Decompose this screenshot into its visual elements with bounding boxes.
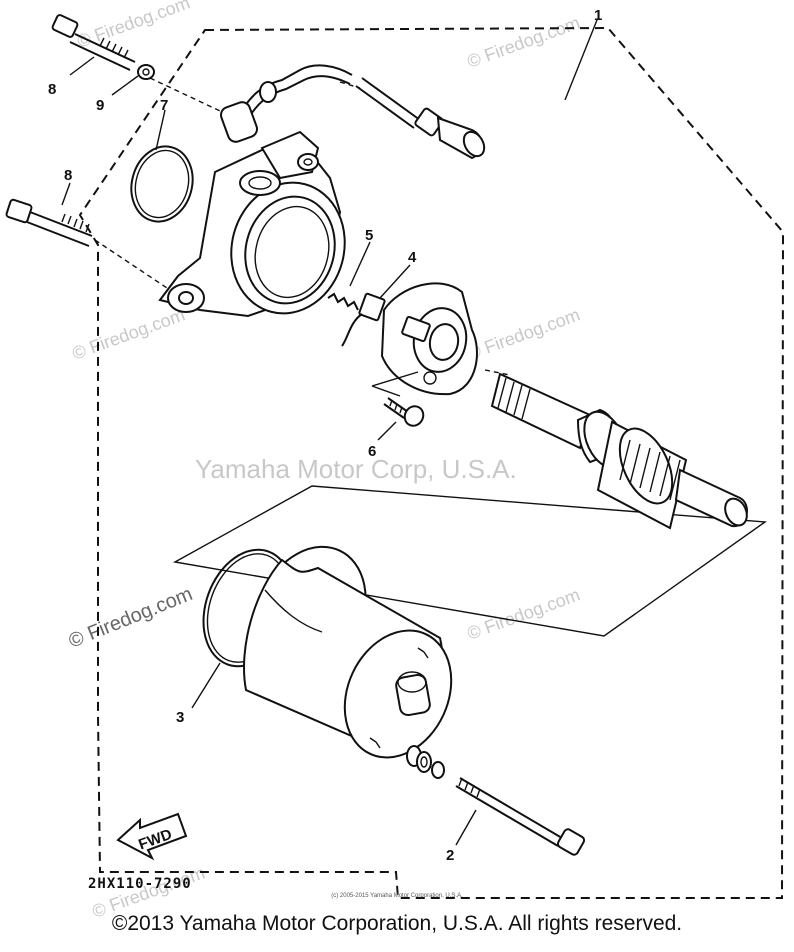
bolt-upper <box>51 14 136 71</box>
lead-wire <box>220 64 486 160</box>
callout-3: 3 <box>176 709 184 726</box>
callout-8-lower: 8 <box>64 167 72 184</box>
plate-screw <box>383 397 425 427</box>
fwd-arrow: FWD <box>116 812 188 861</box>
copyright-notice: ©2013 Yamaha Motor Corporation, U.S.A. A… <box>111 912 683 935</box>
callout-8-upper: 8 <box>48 81 56 98</box>
callout-5: 5 <box>365 227 373 244</box>
watermark-site-2: © Firedog.com <box>465 12 583 71</box>
leader-lines <box>61 19 598 846</box>
watermark-center: Yamaha Motor Corp, U.S.A. <box>195 454 517 484</box>
callout-2: 2 <box>446 847 454 864</box>
brush-holder <box>341 282 478 397</box>
armature-bracket <box>172 485 767 637</box>
watermarks: Yamaha Motor Corp, U.S.A. © Firedog.com … <box>66 0 583 922</box>
watermark-site-4: © Firedog.com <box>465 304 583 363</box>
callout-7: 7 <box>160 97 168 114</box>
watermark-site-5: © Firedog.com <box>465 584 583 643</box>
watermark-site-7: © Firedog.com <box>66 583 196 653</box>
watermark-site-3: © Firedog.com <box>70 304 188 363</box>
callout-4: 4 <box>408 249 417 266</box>
yoke <box>243 545 453 759</box>
callout-6: 6 <box>368 443 376 460</box>
bolt-lower <box>5 198 93 247</box>
callout-1: 1 <box>594 7 602 24</box>
diagram-code: 2HX110-7290 <box>88 876 192 892</box>
callout-labels: 1 2 3 4 5 6 7 8 8 9 <box>48 7 602 864</box>
o-ring-upper <box>130 145 194 223</box>
front-cover <box>158 130 346 318</box>
callout-9: 9 <box>96 97 104 114</box>
washer <box>137 64 155 80</box>
through-bolt <box>455 777 586 856</box>
yoke-washers <box>406 745 445 779</box>
armature <box>490 372 748 530</box>
assembly-boundary <box>78 26 785 899</box>
brush-spring <box>327 292 359 311</box>
watermark-site-1: © Firedog.com <box>75 0 193 52</box>
tiny-copyright-note: (c) 2005-2015 Yamaha Motor Corporation, … <box>331 893 463 899</box>
